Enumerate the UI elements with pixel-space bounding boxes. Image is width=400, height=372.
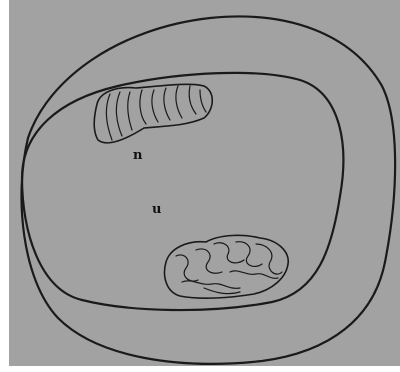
upper-mark-label: n	[133, 148, 143, 163]
left-border	[0, 0, 9, 372]
bottom-border	[0, 366, 400, 372]
lower-mark-label: u	[152, 202, 161, 217]
